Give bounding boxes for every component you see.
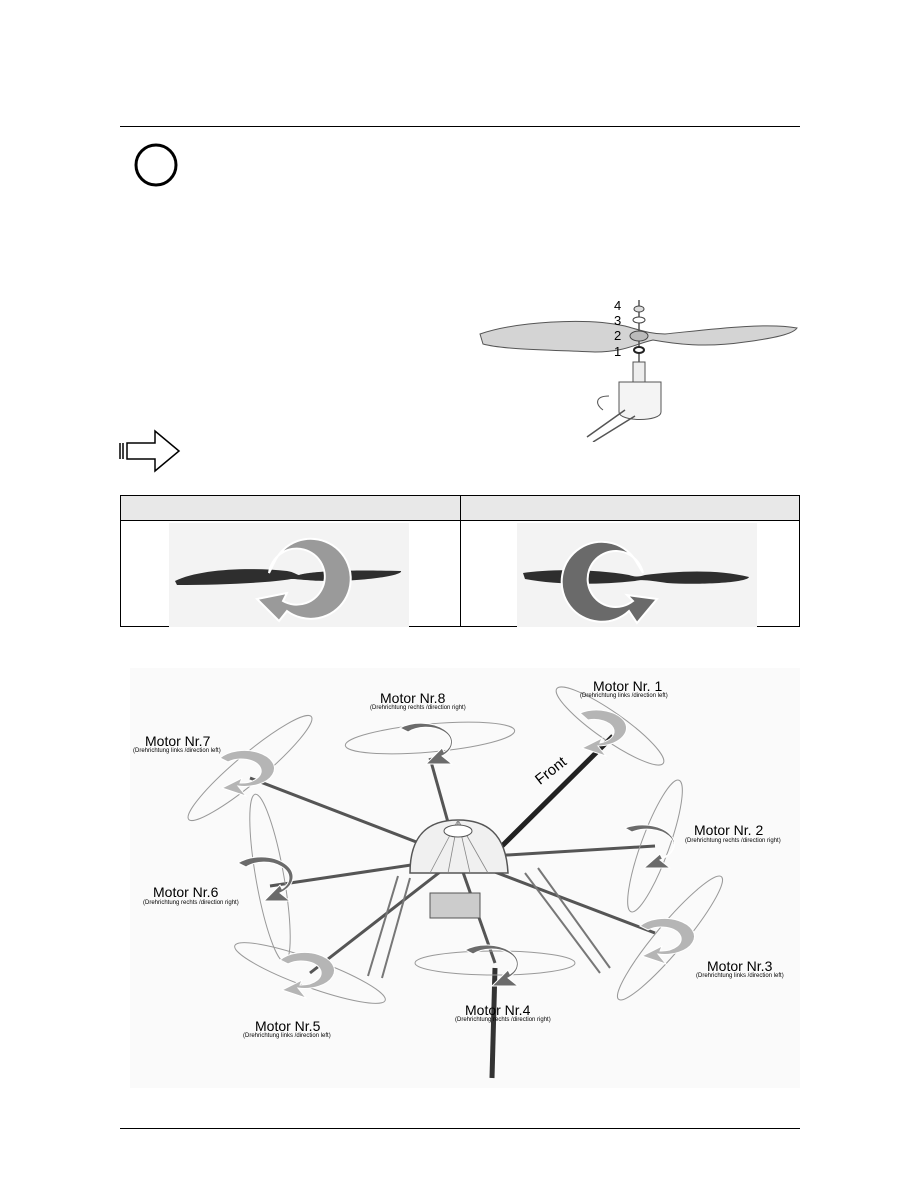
table-column-divider — [460, 496, 461, 626]
motor-7-subtitle: (Drehrichtung links /direction left) — [133, 748, 221, 754]
motor-8-rotor — [344, 721, 516, 765]
top-rule — [120, 126, 800, 127]
motor-5-rotor — [234, 942, 386, 1004]
motor-8-subtitle: (Drehrichtung rechts /direction right) — [370, 705, 466, 711]
motor-5-title: Motor Nr.5 — [255, 1018, 321, 1034]
motor-2-rotor — [623, 779, 683, 913]
motor-1-title: Motor Nr. 1 — [593, 678, 663, 694]
motor-7-rotor — [187, 714, 313, 822]
motor-4-rotor — [414, 944, 576, 987]
part-number-3: 3 — [614, 313, 622, 328]
motor-5-subtitle: (Drehrichtung links /direction left) — [243, 1033, 331, 1039]
motor-6-title: Motor Nr.6 — [153, 884, 219, 900]
octocopter-motor-diagram — [130, 668, 800, 1088]
motor-3-subtitle: (Drehrichtung links /direction left) — [696, 973, 784, 979]
bottom-rule — [120, 1128, 800, 1129]
motor-1-rotor — [555, 686, 665, 766]
part-number-1: 1 — [614, 344, 622, 359]
part-number-2: 2 — [614, 328, 622, 343]
part-number-4: 4 — [614, 298, 622, 313]
motor-3-rotor — [616, 875, 724, 1001]
motor-8-title: Motor Nr.8 — [380, 690, 446, 706]
propeller-direction-table — [120, 495, 800, 627]
info-circle-icon — [134, 143, 178, 187]
propeller-assembly-illustration — [479, 300, 798, 442]
motor-6-subtitle: (Drehrichtung rechts /direction right) — [143, 900, 239, 906]
motor-3-title: Motor Nr.3 — [707, 958, 773, 974]
motor-2-subtitle: (Drehrichtung rechts /direction right) — [685, 838, 781, 844]
right-arrow-icon — [119, 429, 181, 473]
motor-4-title: Motor Nr.4 — [465, 1002, 531, 1018]
propeller-ccw-image — [169, 523, 409, 627]
propeller-cw-image — [517, 523, 757, 627]
motor-4-subtitle: (Drehrichtung rechts /direction right) — [455, 1017, 551, 1023]
motor-7-title: Motor Nr.7 — [145, 733, 211, 749]
motor-2-title: Motor Nr. 2 — [694, 822, 764, 838]
motor-1-subtitle: (Drehrichtung links /direction left) — [580, 693, 668, 699]
